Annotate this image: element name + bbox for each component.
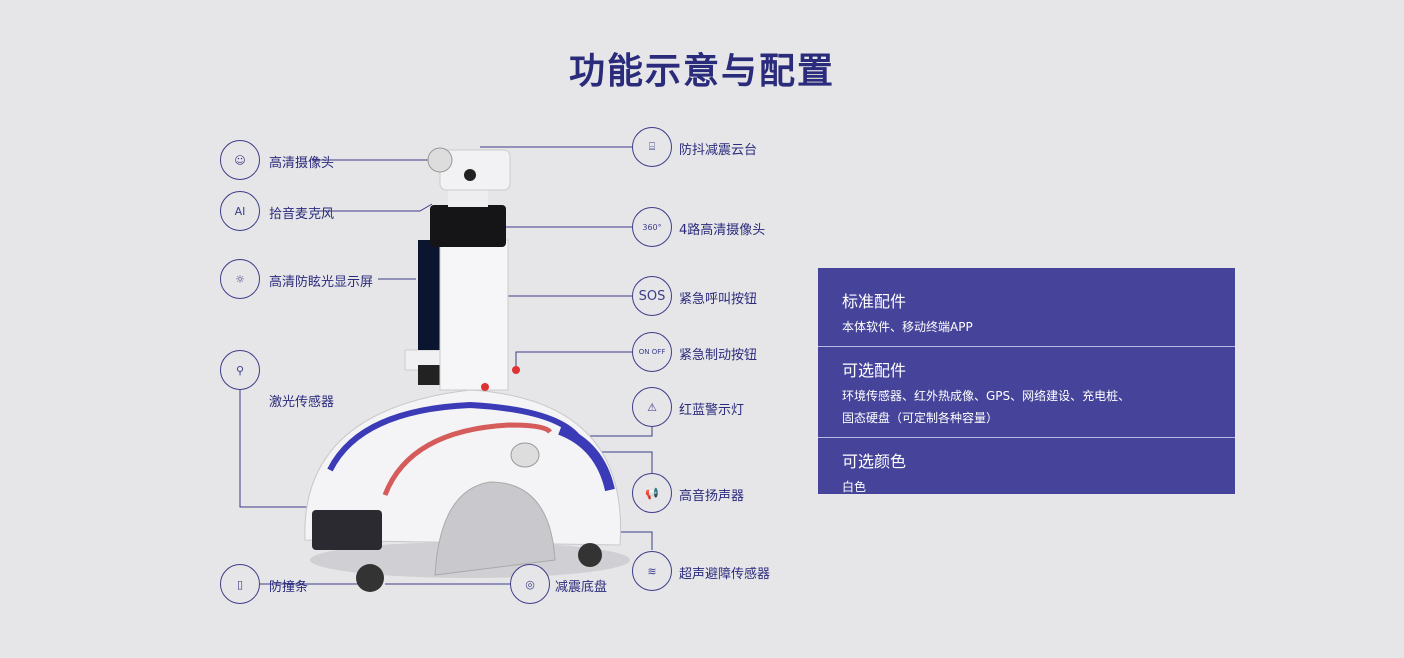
location-pin-icon: ⚲ — [220, 350, 260, 390]
callout-label: 激光传感器 — [269, 395, 335, 410]
section-heading: 可选颜色 — [842, 452, 907, 471]
section-text: 白色 — [842, 480, 867, 494]
callout-label: 红蓝警示灯 — [679, 403, 745, 418]
section-text: 固态硬盘（可定制各种容量） — [842, 411, 999, 425]
callout-label: 防撞条 — [269, 580, 309, 595]
divider — [818, 346, 1235, 347]
config-panel: 标准配件 本体软件、移动终端APP 可选配件 环境传感器、红外热成像、GPS、网… — [818, 268, 1235, 494]
standard-accessories: 标准配件 本体软件、移动终端APP — [818, 288, 1235, 338]
section-text: 环境传感器、红外热成像、GPS、网络建设、充电桩、 — [842, 389, 1131, 403]
gimbal-icon: ⌸ — [632, 127, 672, 167]
callout-label: 超声避障传感器 — [679, 567, 771, 582]
wheel-icon: ◎ — [510, 564, 550, 604]
section-heading: 标准配件 — [842, 292, 907, 311]
callout-label: 高清摄像头 — [269, 156, 335, 171]
divider — [818, 437, 1235, 438]
bumper-icon: ▯ — [220, 564, 260, 604]
callout-label: 高音扬声器 — [679, 489, 745, 504]
page-title: 功能示意与配置 — [568, 51, 835, 92]
optional-colors: 可选颜色 白色 — [818, 448, 1235, 498]
speaker-icon: 📢 — [632, 473, 672, 513]
screen-icon: ☼ — [220, 259, 260, 299]
on-off-icon: ON OFF — [632, 332, 672, 372]
ultrasonic-icon: ≋ — [632, 551, 672, 591]
ai-chat-icon: AI — [220, 191, 260, 231]
camera-360-icon: 360° — [632, 207, 672, 247]
face-scan-icon: ☺ — [220, 140, 260, 180]
warning-light-icon: ⚠ — [632, 387, 672, 427]
section-heading: 可选配件 — [842, 361, 907, 380]
optional-accessories: 可选配件 环境传感器、红外热成像、GPS、网络建设、充电桩、 固态硬盘（可定制各… — [818, 357, 1235, 429]
callout-label: 减震底盘 — [555, 580, 608, 595]
callout-label: 紧急制动按钮 — [679, 348, 758, 363]
section-text: 本体软件、移动终端APP — [842, 320, 973, 334]
callout-label: 防抖减震云台 — [679, 143, 758, 158]
callout-label: 高清防眩光显示屏 — [269, 275, 374, 290]
sos-icon: SOS — [632, 276, 672, 316]
callout-label: 紧急呼叫按钮 — [679, 292, 758, 307]
callout-label: 拾音麦克风 — [269, 207, 335, 222]
callout-label: 4路高清摄像头 — [679, 223, 766, 238]
